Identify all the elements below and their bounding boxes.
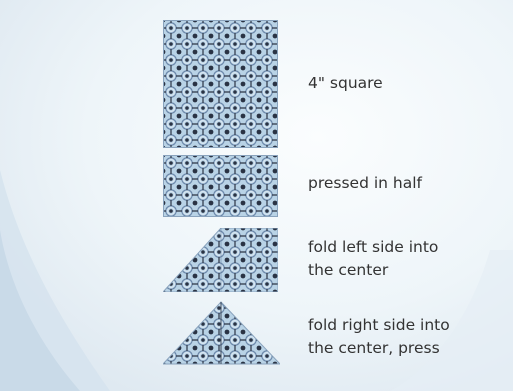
step-1-label: 4" square [308,72,383,95]
step-2-label: pressed in half [308,172,422,195]
step-3-label: fold left side into the center [308,236,438,282]
left-fold-fabric [163,228,278,292]
half-rectangle-fabric [163,155,278,217]
triangle-fabric [163,300,280,366]
square-fabric [163,20,278,148]
step-4-label: fold right side into the center, press [308,314,450,360]
